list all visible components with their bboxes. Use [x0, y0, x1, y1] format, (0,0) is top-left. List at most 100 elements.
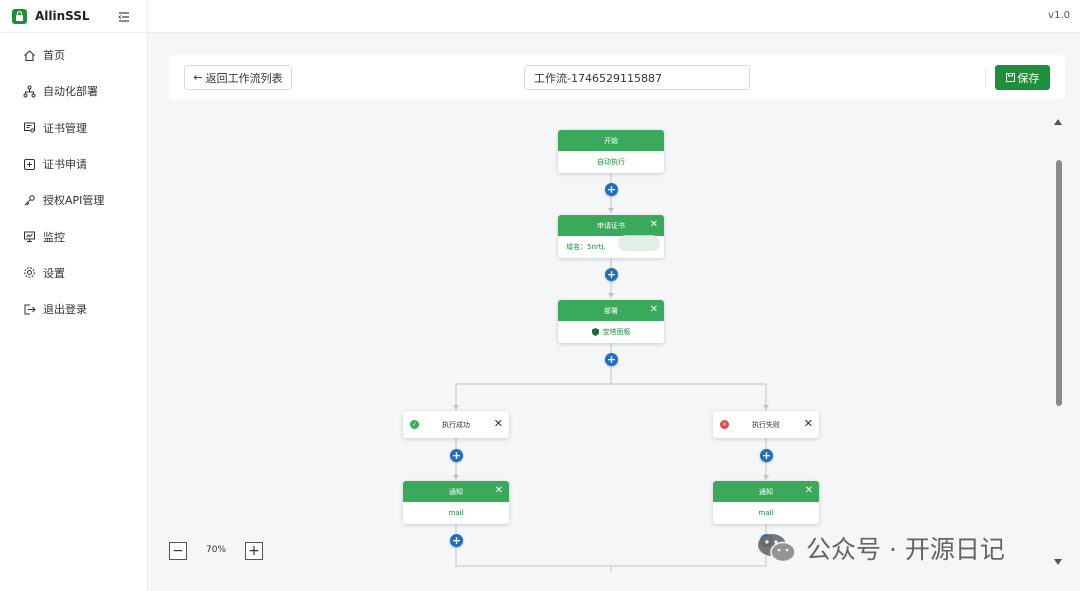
- close-icon[interactable]: ✕: [493, 417, 503, 430]
- zoom-in-button[interactable]: +: [245, 542, 263, 560]
- deploy-node[interactable]: 部署 ✕ 宝塔面板: [558, 300, 664, 343]
- wechat-icon: [758, 534, 796, 563]
- sidebar-item-logout[interactable]: 退出登录: [0, 291, 147, 327]
- deploy-node-title: 部署: [604, 306, 618, 315]
- key-icon: [22, 193, 36, 207]
- add-node-button[interactable]: +: [450, 449, 463, 462]
- back-button-label: 返回工作流列表: [205, 71, 283, 85]
- sidebar-item-home[interactable]: 首页: [0, 37, 147, 73]
- sidebar-item-cert-management[interactable]: 证书管理: [0, 110, 147, 146]
- save-icon: [1005, 73, 1015, 82]
- logout-icon: [22, 302, 36, 316]
- add-node-button[interactable]: +: [760, 449, 773, 462]
- add-node-button[interactable]: +: [605, 268, 618, 281]
- success-branch-label: 执行成功: [442, 420, 470, 429]
- apply-cert-node-header: 申请证书 ✕: [558, 215, 664, 236]
- workflow-name-input[interactable]: [524, 65, 750, 90]
- add-node-button[interactable]: +: [605, 183, 618, 196]
- arrowhead-notify-right: [763, 475, 769, 480]
- arrowhead-deploy: [608, 293, 614, 298]
- fail-branch-label: 执行失败: [752, 420, 780, 429]
- sidebar-item-label: 证书申请: [43, 158, 87, 172]
- apply-cert-node-body: 域名：5nrtj.: [558, 235, 664, 258]
- start-node-header: 开始: [558, 130, 664, 151]
- arrowhead-notify-left: [453, 475, 459, 480]
- sidebar: AllinSSL 首页 自动化部署 证书管理 证书申请 授权API管理 监控: [0, 0, 148, 591]
- start-node-body: 自动执行: [558, 151, 664, 173]
- certificate-icon: [22, 121, 36, 135]
- sidebar-item-label: 自动化部署: [43, 85, 98, 99]
- toolbar-divider: [985, 68, 986, 88]
- success-branch-node[interactable]: ✓ 执行成功 ✕: [403, 411, 509, 438]
- connector-merge: [455, 524, 767, 567]
- start-node-mode: 自动执行: [597, 158, 625, 166]
- watermark-text: 公众号 · 开源日记: [806, 535, 1005, 564]
- notify-node-right[interactable]: 通知 ✕ mail: [713, 481, 819, 524]
- monitor-icon: [22, 230, 36, 244]
- fail-branch-node[interactable]: ✕ 执行失败 ✕: [713, 411, 819, 438]
- workflow-icon: [22, 84, 36, 98]
- zoom-out-button[interactable]: −: [169, 542, 187, 560]
- sidebar-item-cert-apply[interactable]: 证书申请: [0, 146, 147, 182]
- apply-cert-domain: 域名：5nrtj.: [566, 243, 606, 251]
- notify-node-title: 通知: [759, 487, 773, 496]
- sidebar-item-settings[interactable]: 设置: [0, 255, 147, 291]
- deploy-node-body: 宝塔面板: [558, 321, 664, 343]
- deploy-node-header: 部署 ✕: [558, 300, 664, 321]
- sidebar-item-auto-deploy[interactable]: 自动化部署: [0, 73, 147, 109]
- lock-logo-icon: [12, 8, 27, 24]
- sidebar-item-monitor[interactable]: 监控: [0, 218, 147, 254]
- scroll-down-arrow[interactable]: [1054, 559, 1062, 565]
- sidebar-item-label: 首页: [43, 49, 65, 63]
- back-to-workflow-list-button[interactable]: ← 返回工作流列表: [184, 65, 292, 90]
- scroll-up-arrow[interactable]: [1054, 119, 1062, 125]
- save-button-label: 保存: [1017, 72, 1040, 85]
- notify-node-header: 通知 ✕: [713, 481, 819, 502]
- deploy-target: 宝塔面板: [602, 328, 631, 336]
- add-square-icon: [22, 157, 36, 171]
- watermark: 公众号 · 开源日记: [756, 530, 1005, 566]
- scrollbar-thumb[interactable]: [1056, 160, 1062, 406]
- notify-channel: mail: [758, 509, 774, 517]
- zoom-level: 70%: [206, 545, 227, 555]
- sidebar-menu: 首页 自动化部署 证书管理 证书申请 授权API管理 监控 设置 退出登录: [0, 33, 147, 327]
- check-circle-icon: ✓: [410, 420, 419, 429]
- home-icon: [22, 48, 36, 62]
- collapse-menu-icon[interactable]: [117, 9, 131, 23]
- notify-channel: mail: [448, 509, 464, 517]
- apply-cert-node[interactable]: 申请证书 ✕ 域名：5nrtj.: [558, 215, 664, 258]
- sidebar-item-label: 设置: [43, 266, 65, 280]
- arrow-left-icon: ←: [193, 71, 203, 84]
- start-node[interactable]: 开始 自动执行: [558, 130, 664, 173]
- brand: AllinSSL: [0, 0, 147, 33]
- error-circle-icon: ✕: [720, 420, 729, 429]
- apply-cert-node-title: 申请证书: [597, 221, 625, 230]
- sidebar-item-label: 监控: [43, 230, 65, 244]
- version-label: v1.0: [1048, 10, 1070, 21]
- bt-panel-icon: [591, 328, 599, 336]
- close-icon[interactable]: ✕: [494, 485, 503, 496]
- start-node-title: 开始: [604, 136, 618, 145]
- arrowhead-apply: [608, 208, 614, 213]
- notify-node-body: mail: [403, 502, 509, 524]
- gear-icon: [22, 266, 36, 280]
- close-icon[interactable]: ✕: [803, 417, 813, 430]
- close-icon[interactable]: ✕: [804, 485, 813, 496]
- arrowhead-success: [453, 405, 459, 410]
- sidebar-item-label: 证书管理: [43, 121, 87, 135]
- close-icon[interactable]: ✕: [649, 304, 658, 315]
- sidebar-item-label: 授权API管理: [43, 194, 105, 208]
- add-node-button[interactable]: +: [450, 534, 463, 547]
- app-name: AllinSSL: [35, 9, 90, 23]
- sidebar-item-api-auth[interactable]: 授权API管理: [0, 182, 147, 218]
- workflow-toolbar: ← 返回工作流列表 保存: [169, 55, 1065, 99]
- add-node-button[interactable]: +: [605, 353, 618, 366]
- arrowhead-fail: [763, 405, 769, 410]
- notify-node-left[interactable]: 通知 ✕ mail: [403, 481, 509, 524]
- notify-node-header: 通知 ✕: [403, 481, 509, 502]
- close-icon[interactable]: ✕: [649, 219, 658, 230]
- save-button[interactable]: 保存: [995, 65, 1050, 90]
- sidebar-item-label: 退出登录: [43, 303, 87, 317]
- top-bar: v1.0: [148, 0, 1080, 33]
- notify-node-title: 通知: [449, 487, 463, 496]
